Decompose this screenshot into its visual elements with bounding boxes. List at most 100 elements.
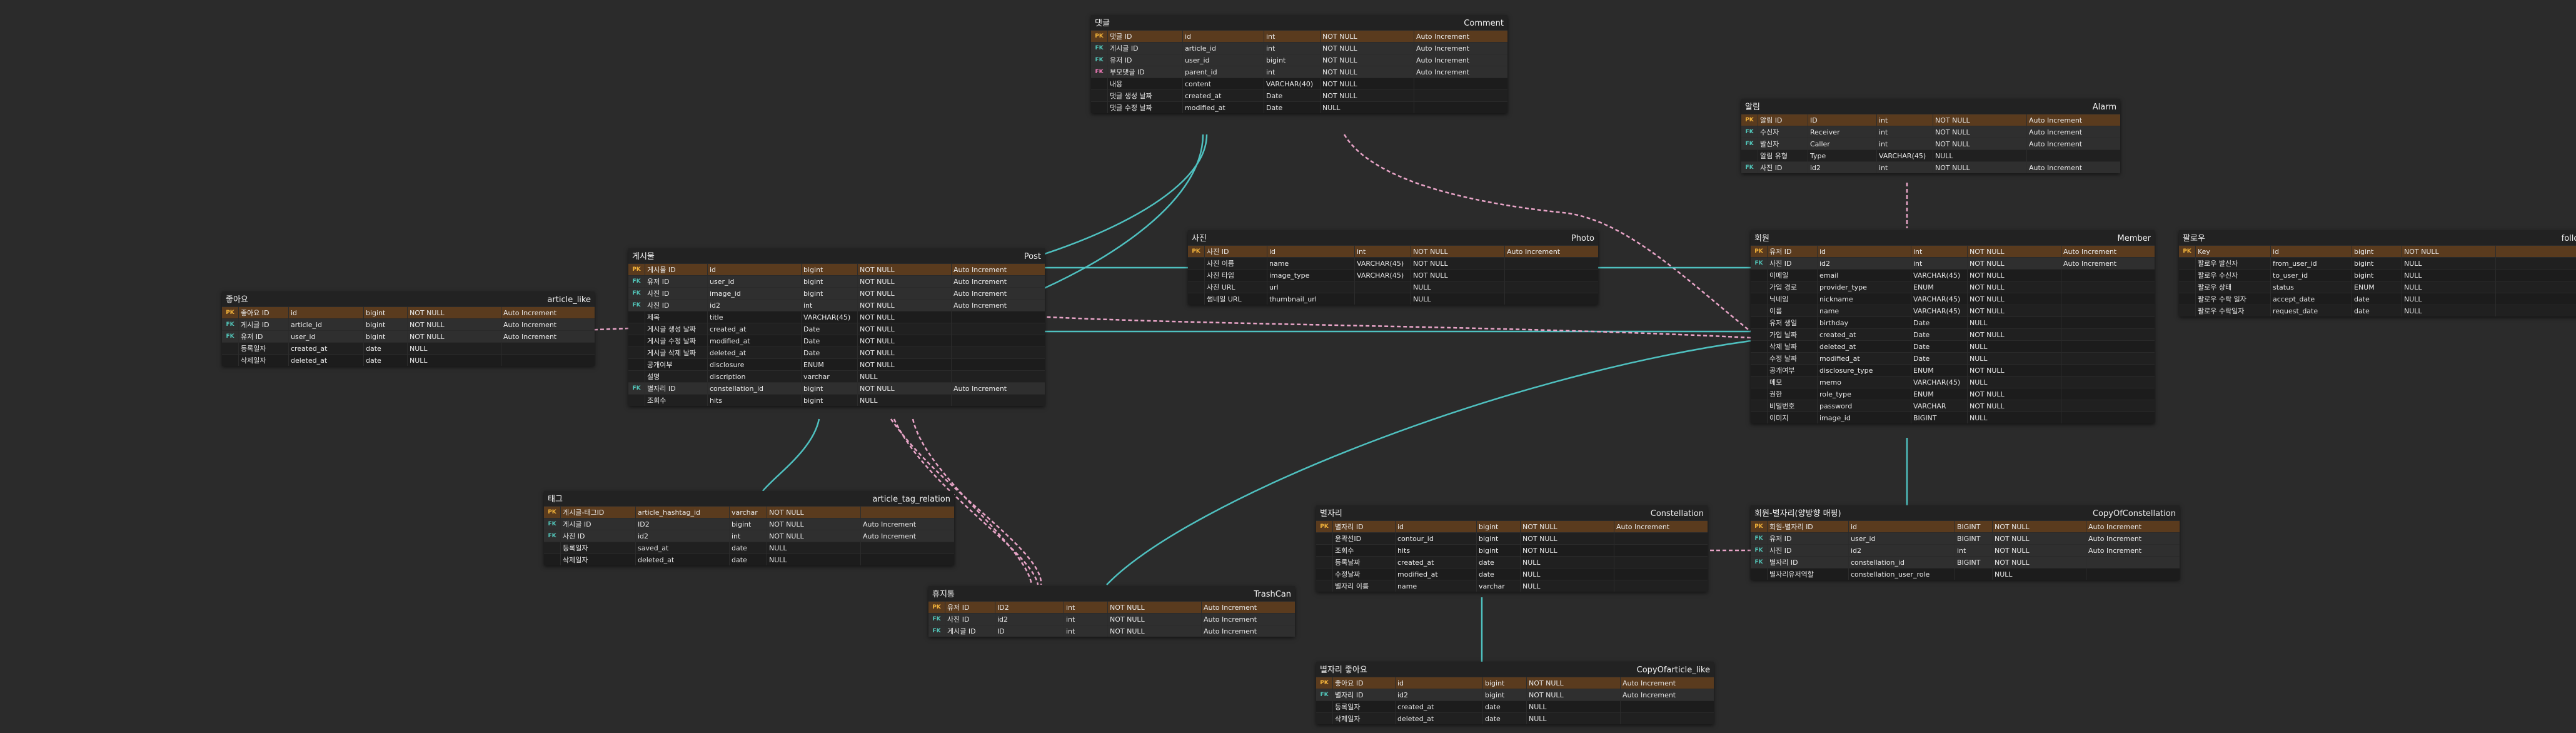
table-header[interactable]: 회원-별자리(양방향 매핑)CopyOfConstellation [1751,505,2180,520]
table-header[interactable]: 팔로우follow [2179,230,2576,245]
